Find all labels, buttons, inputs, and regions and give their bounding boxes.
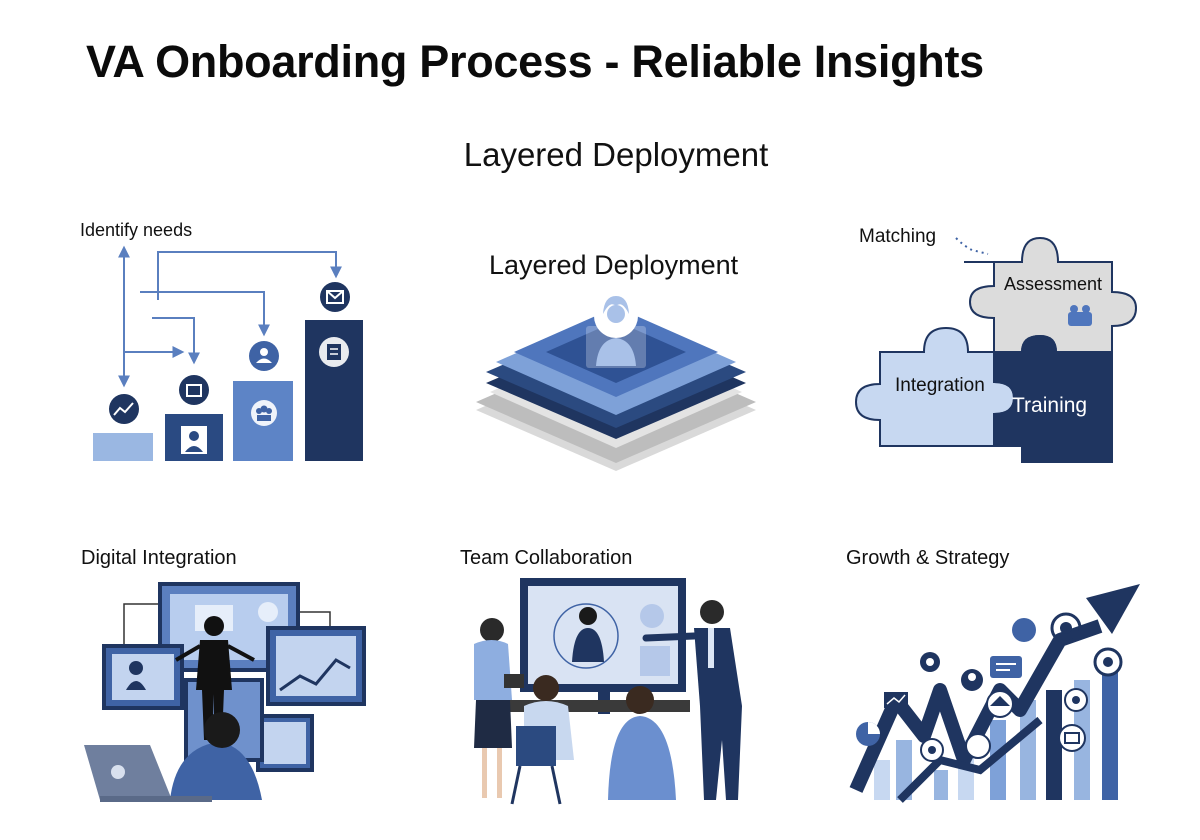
growth-strategy-illustration — [849, 584, 1140, 803]
user-icon — [961, 669, 983, 691]
label-layered-deployment: Layered Deployment — [489, 250, 739, 280]
label-matching: Matching — [859, 226, 937, 247]
team-collaboration-illustration — [474, 578, 742, 805]
gear-icon — [920, 652, 940, 672]
puzzle-piece-training — [993, 334, 1113, 463]
seated-woman — [608, 686, 676, 800]
label-integration: Integration — [895, 375, 985, 396]
flow-arrow-top — [157, 251, 342, 300]
person-badge-icon — [181, 426, 207, 454]
envelope-icon — [1058, 724, 1086, 752]
step-bar-1 — [93, 433, 153, 461]
growth-arrow — [849, 619, 1103, 793]
digital-integration-illustration — [84, 582, 366, 802]
layered-deployment-stack — [476, 294, 756, 471]
seated-man — [510, 675, 574, 805]
briefcase-icon — [179, 375, 209, 405]
section-title: Layered Deployment — [463, 136, 769, 173]
settings-icon — [1093, 647, 1123, 677]
mail-icon — [320, 282, 350, 312]
building-icon — [986, 690, 1014, 718]
chat-icon — [990, 656, 1022, 678]
chart-icon — [109, 394, 139, 424]
user-icon — [249, 341, 279, 371]
person-icon — [586, 294, 646, 368]
identify-needs-diagram — [93, 245, 363, 461]
coin-icon — [920, 738, 944, 762]
label-growth-strategy: Growth & Strategy — [846, 547, 1010, 569]
chart-icon — [884, 692, 908, 708]
puzzle-piece-assessment — [964, 236, 1138, 353]
seated-person-with-laptop — [84, 712, 262, 802]
gear-small-icon — [1064, 688, 1088, 712]
pie-icon — [856, 722, 880, 746]
label-team-collaboration: Team Collaboration — [460, 547, 633, 569]
label-training: Training — [1012, 394, 1088, 417]
people-icon — [1068, 305, 1092, 326]
presenting-man — [642, 600, 742, 800]
label-assessment: Assessment — [1004, 274, 1103, 294]
woman-with-tablet — [474, 618, 524, 798]
team-icon — [251, 400, 277, 426]
label-digital-integration: Digital Integration — [81, 547, 237, 569]
label-identify-needs: Identify needs — [80, 220, 193, 240]
main-title: VA Onboarding Process - Reliable Insight… — [86, 36, 984, 87]
target-icon — [1050, 612, 1082, 644]
handshake-icon — [1012, 618, 1036, 642]
puzzle-diagram — [854, 236, 1138, 463]
document-icon — [319, 337, 349, 367]
network-icon — [965, 733, 991, 759]
